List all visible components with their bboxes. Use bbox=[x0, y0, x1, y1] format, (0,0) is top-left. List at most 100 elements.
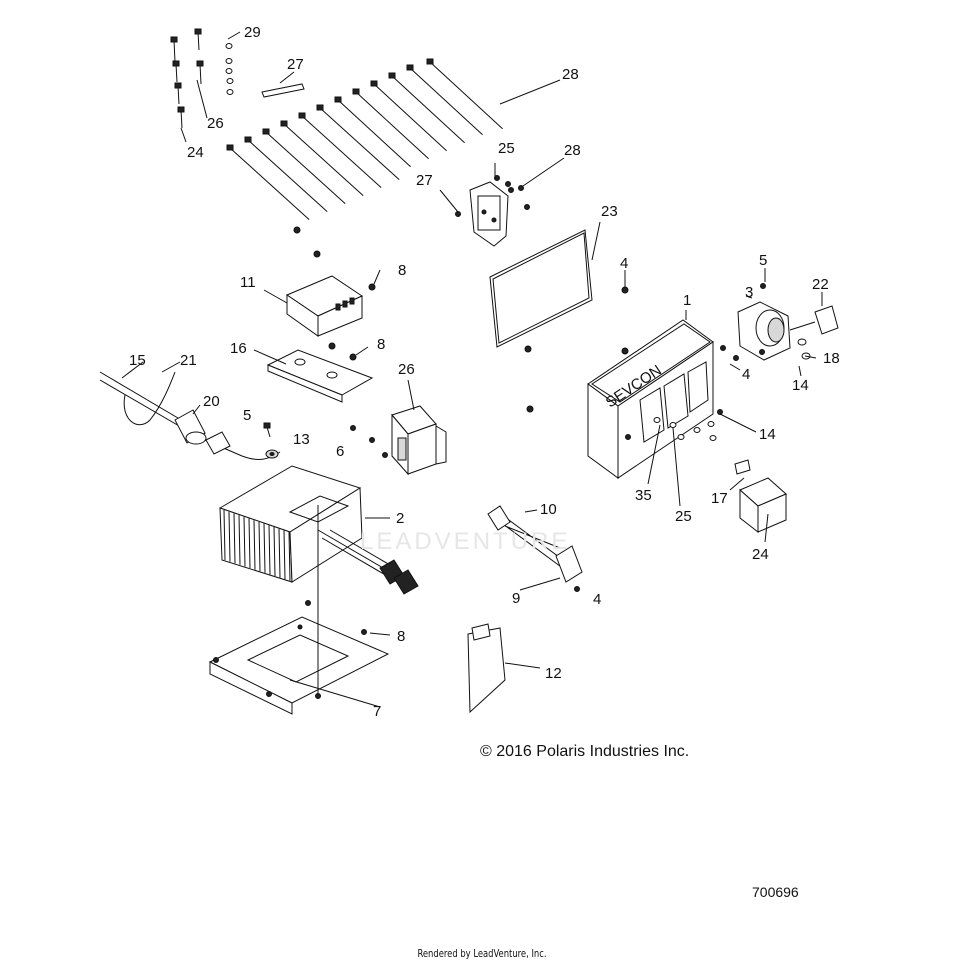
bracket-16 bbox=[266, 349, 374, 403]
callout-17: 17 bbox=[711, 490, 728, 507]
callout-5-left: 5 bbox=[243, 407, 251, 424]
callout-29: 24 bbox=[187, 144, 204, 161]
callout-21: 21 bbox=[180, 352, 197, 369]
callout-28: 28 bbox=[564, 142, 581, 159]
bracket-25 bbox=[455, 175, 530, 247]
fitting-17 bbox=[734, 459, 751, 475]
cable-tie bbox=[355, 91, 429, 160]
cable-tie bbox=[247, 139, 328, 212]
callout-26: 26 bbox=[398, 361, 415, 378]
callout-1: 1 bbox=[683, 292, 691, 309]
cable-tie bbox=[391, 75, 465, 144]
plate-23 bbox=[489, 229, 593, 348]
callout-9: 9 bbox=[512, 590, 520, 607]
heatsink-fin bbox=[238, 515, 241, 565]
controller-terminal bbox=[687, 361, 709, 413]
cable-tie-head bbox=[262, 128, 270, 135]
controller-terminal bbox=[639, 387, 665, 443]
callout-8-mid: 8 bbox=[377, 336, 385, 353]
cable-tie bbox=[337, 99, 411, 168]
callout-8-top: 8 bbox=[398, 262, 406, 279]
heatsink-fin bbox=[273, 526, 276, 577]
motor-controller-1: SEVCON bbox=[524, 286, 723, 479]
callout-14: 14 bbox=[759, 426, 776, 443]
cable-tie-head bbox=[370, 80, 378, 87]
heatsink-fin bbox=[263, 523, 266, 573]
callout-5-right: 5 bbox=[759, 252, 767, 269]
cable-tie-head bbox=[334, 96, 342, 103]
callout-6: 6 bbox=[336, 443, 344, 460]
callout-35: 35 bbox=[635, 487, 652, 504]
callout-2: 2 bbox=[396, 510, 404, 527]
cable-tie-head bbox=[352, 88, 360, 95]
callout-3: 3 bbox=[745, 284, 753, 301]
callout-20: 20 bbox=[203, 393, 220, 410]
module-11 bbox=[285, 226, 376, 361]
cable-tie bbox=[373, 83, 447, 152]
heatsink-fin bbox=[253, 520, 256, 570]
module-24 bbox=[739, 477, 787, 534]
charger-2 bbox=[218, 465, 419, 595]
cable-tie-head bbox=[244, 136, 252, 143]
washers-34 bbox=[225, 43, 234, 95]
callout-12: 12 bbox=[545, 665, 562, 682]
cable-tie bbox=[265, 131, 346, 204]
callout-10: 10 bbox=[540, 501, 557, 518]
callout-23: 23 bbox=[601, 203, 618, 220]
cable-tie-head bbox=[406, 64, 414, 71]
copyright-notice: © 2016 Polaris Industries Inc. bbox=[480, 743, 690, 760]
cable-15 bbox=[99, 371, 281, 460]
cable-tie-head bbox=[426, 58, 434, 65]
heatsink-fin bbox=[248, 518, 251, 569]
callout-19: 14 bbox=[792, 377, 809, 394]
callout-4-bottom: 4 bbox=[593, 591, 601, 608]
heatsink-fin bbox=[243, 516, 246, 567]
controller-26 bbox=[391, 405, 447, 476]
heatsink-fin bbox=[268, 525, 271, 575]
cover-12 bbox=[467, 623, 506, 714]
callout-labels: 29 27 28 26 24 25 28 27 23 4 5 8 11 22 3… bbox=[129, 24, 840, 720]
cable-tie-head bbox=[388, 72, 396, 79]
callout-4-top: 4 bbox=[620, 255, 628, 272]
callout-31: 26 bbox=[207, 115, 224, 132]
callout-7: 7 bbox=[373, 703, 381, 720]
callout-16: 16 bbox=[230, 340, 247, 357]
ferrite-20 bbox=[174, 409, 207, 445]
spacer-32 bbox=[261, 71, 305, 98]
callout-33: 28 bbox=[562, 66, 579, 83]
cable-tie-head bbox=[316, 104, 324, 111]
heatsink-fin bbox=[228, 511, 231, 562]
callout-8-bottom: 8 bbox=[397, 628, 405, 645]
cable-tie-head bbox=[298, 112, 306, 119]
small-hardware-left bbox=[263, 422, 388, 459]
rendered-by-footer: Rendered by LeadVenture, Inc. bbox=[417, 947, 547, 960]
heatsink-fin bbox=[233, 513, 236, 564]
callout-24: 24 bbox=[752, 546, 769, 563]
callout-15: 15 bbox=[129, 352, 146, 369]
heatsink-fin bbox=[278, 528, 281, 578]
callout-18: 18 bbox=[823, 350, 840, 367]
figure-number: 700696 bbox=[752, 884, 799, 900]
callout-4-right: 4 bbox=[742, 366, 750, 383]
callout-34: 29 bbox=[244, 24, 261, 41]
heatsink-fin bbox=[223, 509, 226, 561]
heatsink-fin bbox=[288, 532, 291, 581]
bolts-29-31 bbox=[170, 28, 204, 129]
controller-terminal bbox=[663, 373, 689, 429]
cable-tie-head bbox=[280, 120, 288, 127]
contactor-3 bbox=[720, 283, 791, 361]
cable-tie bbox=[319, 107, 400, 180]
fuse-22 bbox=[789, 305, 839, 360]
cable-tie bbox=[283, 123, 364, 196]
callout-11: 11 bbox=[240, 274, 256, 291]
callout-27: 27 bbox=[416, 172, 433, 189]
heatsink-fin bbox=[283, 530, 286, 580]
callout-30: 25 bbox=[675, 508, 692, 525]
watermark: LEADVENTURE bbox=[360, 528, 571, 555]
callout-13: 13 bbox=[293, 431, 310, 448]
cable-ties bbox=[226, 58, 503, 220]
harness-9-10 bbox=[487, 505, 583, 592]
plate-7 bbox=[208, 505, 390, 715]
cable-tie-head bbox=[226, 144, 234, 151]
